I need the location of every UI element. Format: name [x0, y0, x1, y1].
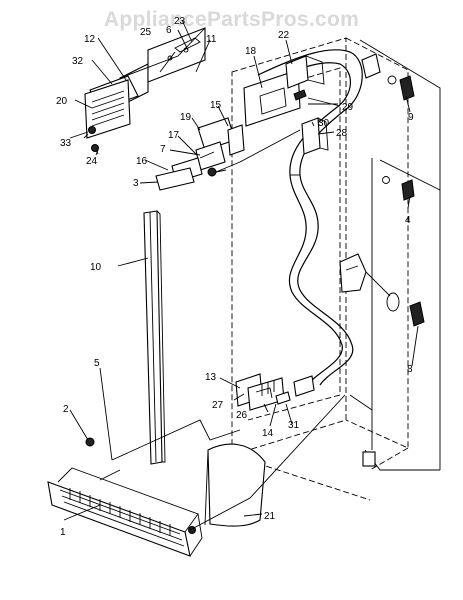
callout-13: 13: [205, 372, 217, 383]
callout-29: 29: [342, 102, 354, 113]
callout-31: 31: [288, 420, 300, 431]
callout-5: 5: [94, 358, 100, 369]
callout-9: 9: [408, 112, 414, 123]
trim-strip: [143, 210, 166, 465]
callout-33: 33: [60, 138, 72, 149]
callout-2: 2: [63, 404, 69, 415]
callout-30: 30: [318, 118, 330, 129]
base-grille: [47, 437, 203, 557]
upper-components: [243, 55, 338, 155]
leader-lines: [63, 19, 419, 521]
wiring-harness: [257, 49, 363, 386]
callout-19: 19: [180, 112, 192, 123]
callout-21: 21: [264, 511, 276, 522]
cabinet-outline: [349, 39, 441, 471]
callout-18: 18: [245, 46, 257, 57]
assembly-lines: [99, 129, 391, 531]
callout-32: 32: [72, 56, 84, 67]
switch-housing: [155, 117, 245, 191]
callout-16: 16: [136, 156, 148, 167]
callout-labels: 1 2 3 4 5 6 7 8 9 10 11 12 13 14 15 16 1…: [56, 16, 414, 538]
callout-24: 24: [86, 156, 98, 167]
callout-23: 23: [174, 16, 186, 27]
callout-14: 14: [262, 428, 274, 439]
callout-26: 26: [236, 410, 248, 421]
right-side-components: [339, 53, 425, 327]
callout-6: 6: [166, 25, 172, 36]
callout-15: 15: [210, 100, 222, 111]
callout-3: 3: [133, 178, 139, 189]
callout-27: 27: [212, 400, 224, 411]
callout-4: 4: [405, 215, 411, 226]
access-cover: [204, 443, 266, 527]
callout-7: 7: [160, 144, 166, 155]
lower-bracket: [235, 373, 315, 411]
callout-17: 17: [168, 130, 180, 141]
watermark: AppliancePartsPros.com: [103, 8, 360, 31]
callout-28: 28: [336, 128, 348, 139]
callout-1: 1: [60, 527, 66, 538]
callout-8: 8: [407, 364, 413, 375]
control-housing: [83, 27, 206, 156]
callout-22: 22: [278, 30, 290, 41]
callout-11: 11: [206, 34, 217, 45]
callout-25: 25: [140, 27, 152, 38]
callout-12: 12: [84, 34, 96, 45]
callout-20: 20: [56, 96, 68, 107]
callout-10: 10: [90, 262, 102, 273]
